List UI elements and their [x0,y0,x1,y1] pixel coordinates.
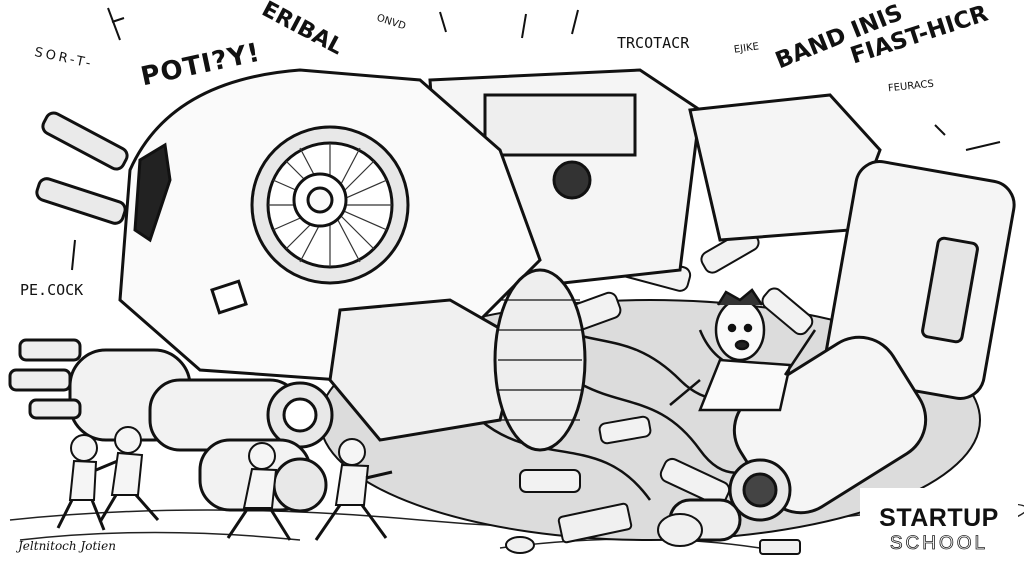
robot-arm-cylinders [8,338,334,513]
running-people [56,426,393,541]
robot-head [35,68,587,452]
sky-debris [71,7,1001,271]
artist-signature: Jeltnitoch Jotien [18,539,116,553]
startup-school-logo: STARTUP SCHOOL [860,488,1018,572]
logo-line-startup: STARTUP [879,504,999,532]
logo-line-school: SCHOOL [889,533,989,555]
person-trapped [669,288,817,412]
foreground-debris [505,502,801,555]
label-trcotacr: TRCOTACR [617,34,690,52]
label-pecock: PE.COCK [20,281,84,299]
